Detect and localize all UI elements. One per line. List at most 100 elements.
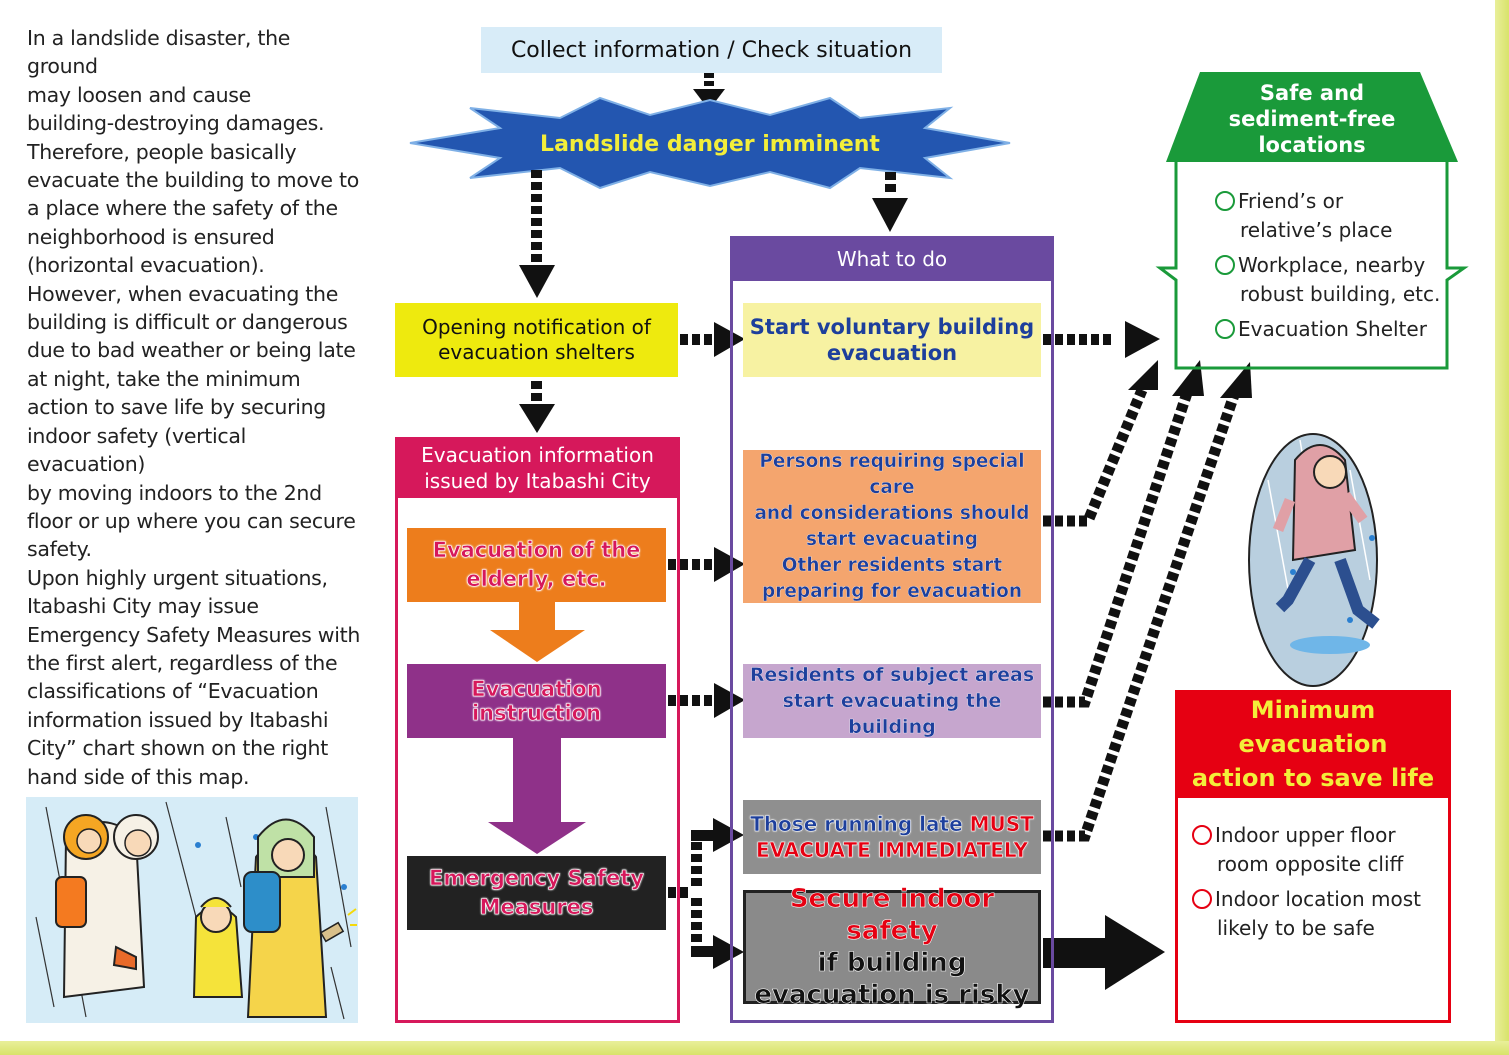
family-evacuating-illustration bbox=[26, 797, 358, 1023]
minimum-item-text: Indoor upper floor bbox=[1215, 823, 1396, 847]
circle-bullet-icon bbox=[1192, 825, 1212, 845]
intro-line: neighborhood is ensured bbox=[27, 224, 275, 249]
intro-line: hand side of this map. bbox=[27, 764, 250, 789]
emergency-line: Measures bbox=[479, 895, 594, 920]
list-item: Friend’s or relative’s place bbox=[1215, 187, 1455, 245]
safe-item-text: robust building, etc. bbox=[1240, 282, 1441, 306]
arrow-r5-to-minimum bbox=[1043, 915, 1165, 990]
safe-item-text: Friend’s or bbox=[1238, 189, 1344, 213]
safe-title-line: sediment-free bbox=[1228, 107, 1396, 131]
r1-line: evacuation bbox=[826, 341, 958, 365]
r3-line: start evacuating the building bbox=[782, 690, 1002, 738]
safe-locations-list: Friend’s or relative’s place Workplace, n… bbox=[1215, 187, 1455, 350]
r4-text: Those running late bbox=[750, 812, 970, 837]
secure-indoor-box: Secure indoor safety if building evacuat… bbox=[743, 884, 1041, 1010]
collect-info-box: Collect information / Check situation bbox=[481, 27, 942, 73]
safe-item-text: Workplace, nearby bbox=[1238, 253, 1426, 277]
list-item: Indoor upper floor room opposite cliff bbox=[1192, 821, 1447, 879]
intro-text: In a landslide disaster, the ground may … bbox=[27, 24, 367, 791]
r4-evacuate: EVACUATE IMMEDIATELY bbox=[755, 838, 1029, 863]
safe-title-line: locations bbox=[1258, 133, 1366, 157]
arrow-danger-to-whattodo bbox=[872, 172, 908, 232]
intro-line: building-destroying damages. bbox=[27, 111, 325, 136]
intro-line: floor or up where you can secure bbox=[27, 508, 356, 533]
intro-line: a place where the safety of the bbox=[27, 196, 338, 221]
r2a-line: start evacuating bbox=[805, 528, 979, 550]
circle-bullet-icon bbox=[1215, 255, 1235, 275]
safe-title-line: Safe and bbox=[1259, 81, 1365, 105]
intro-line: indoor safety (vertical evacuation) bbox=[27, 423, 247, 477]
arrow-opening-to-r1 bbox=[680, 322, 745, 357]
evacuation-elderly-box: Evacuation of the elderly, etc. bbox=[407, 528, 666, 602]
intro-line: Itabashi City may issue bbox=[27, 594, 259, 619]
r2a-line: Persons requiring special care bbox=[759, 450, 1025, 498]
list-item: Evacuation Shelter bbox=[1215, 315, 1455, 344]
arrow-elderly-to-r2 bbox=[668, 547, 745, 582]
r3-line: Residents of subject areas bbox=[749, 664, 1035, 686]
minimum-title-line: Minimum evacuation bbox=[1238, 696, 1388, 758]
minimum-item-text: likely to be safe bbox=[1217, 916, 1375, 940]
minimum-title-line: action to save life bbox=[1191, 764, 1435, 792]
intro-line: the first alert, regardless of the bbox=[27, 650, 338, 675]
residents-subject-box: Residents of subject areas start evacuati… bbox=[743, 664, 1041, 738]
r2a-line: and considerations should bbox=[754, 502, 1030, 524]
safe-item-text: Evacuation Shelter bbox=[1238, 317, 1427, 341]
intro-line: action to save life by securing bbox=[27, 395, 327, 420]
what-to-do-title: What to do bbox=[730, 236, 1054, 281]
intro-line: However, when evacuating the bbox=[27, 281, 339, 306]
circle-bullet-icon bbox=[1215, 319, 1235, 339]
opening-line: Opening notification of bbox=[422, 315, 651, 339]
intro-line: building is difficult or dangerous bbox=[27, 310, 348, 335]
arrow-instruction-to-emergency bbox=[488, 738, 586, 854]
page-border-bottom bbox=[0, 1041, 1509, 1055]
intro-line: at night, take the minimum bbox=[27, 366, 301, 391]
special-care-box: Persons requiring special care and consi… bbox=[743, 450, 1041, 603]
minimum-item-text: room opposite cliff bbox=[1217, 852, 1404, 876]
evacuation-instruction-box: Evacuation instruction bbox=[407, 664, 666, 738]
emergency-line: Emergency Safety bbox=[429, 866, 645, 891]
elderly-line: Evacuation of the bbox=[432, 538, 641, 563]
circle-bullet-icon bbox=[1192, 889, 1212, 909]
evacuation-info-title-line: issued by Itabashi City bbox=[424, 468, 651, 493]
intro-line: In a landslide disaster, the ground bbox=[27, 26, 291, 79]
r5-line: evacuation is risky bbox=[754, 980, 1030, 1011]
evacuation-info-title-line: Evacuation information bbox=[421, 442, 654, 467]
intro-line: may loosen and cause bbox=[27, 82, 251, 107]
arrow-opening-to-evacinfo bbox=[519, 381, 555, 433]
intro-line: by moving indoors to the 2nd bbox=[27, 480, 322, 505]
arrow-emergency-branch bbox=[668, 818, 744, 969]
diagonal-arrows bbox=[1043, 387, 1241, 842]
r1-line: Start voluntary building bbox=[749, 315, 1035, 339]
danger-label: Landslide danger imminent bbox=[540, 131, 880, 157]
intro-line: Upon highly urgent situations, bbox=[27, 565, 328, 590]
r5-red-line: Secure indoor safety bbox=[789, 884, 995, 947]
intro-line: Therefore, people basically bbox=[27, 139, 297, 164]
intro-line: Emergency Safety Measures with bbox=[27, 622, 361, 647]
safe-item-text: relative’s place bbox=[1240, 218, 1393, 242]
intro-line: classifications of “Evacuation bbox=[27, 679, 319, 704]
running-late-box: Those running late MUST EVACUATE IMMEDIA… bbox=[743, 800, 1041, 874]
elderly-line: elderly, etc. bbox=[466, 567, 607, 592]
intro-line: due to bad weather or being late bbox=[27, 338, 356, 363]
arrow-danger-to-opening bbox=[519, 170, 555, 298]
minimum-item-text: Indoor location most bbox=[1215, 887, 1422, 911]
safe-house-shape bbox=[1155, 72, 1469, 370]
opening-line: evacuation shelters bbox=[438, 340, 635, 364]
r4-must: MUST bbox=[969, 812, 1034, 837]
intro-line: information issued by Itabashi bbox=[27, 707, 329, 732]
r5-line: if building bbox=[817, 948, 967, 979]
intro-line: evacuate the building to move to bbox=[27, 168, 359, 193]
danger-burst-shape bbox=[409, 96, 1011, 190]
intro-line: City” chart shown on the right bbox=[27, 736, 328, 761]
arrow-elderly-to-instruction bbox=[490, 602, 585, 662]
intro-line: safety. bbox=[27, 537, 92, 562]
r2b-line: preparing for evacuation bbox=[761, 580, 1023, 602]
arrow-r1-to-safe bbox=[1043, 321, 1160, 358]
minimum-action-list: Indoor upper floor room opposite cliff In… bbox=[1192, 821, 1447, 949]
